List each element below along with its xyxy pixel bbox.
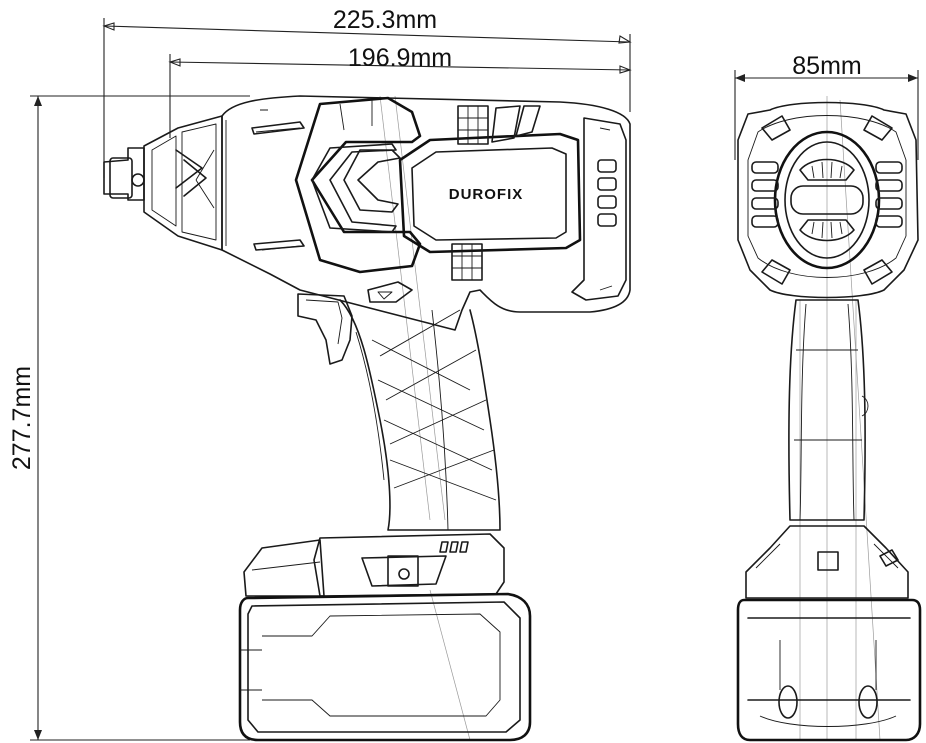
arrow-left-body xyxy=(168,58,181,67)
front-battery-interface xyxy=(745,525,909,599)
dimension-overall-length: 225.3mm xyxy=(102,6,632,178)
latch-screw-icon xyxy=(398,568,410,580)
front-view-impact-wrench xyxy=(736,96,922,742)
top-vents xyxy=(457,105,541,145)
front-vents-left xyxy=(751,161,779,228)
arrow-left-width xyxy=(735,74,745,82)
front-battery-pack xyxy=(736,598,922,742)
battery-interface xyxy=(243,533,505,597)
dimension-label-overall-length: 225.3mm xyxy=(333,6,437,34)
arrow-bottom-height xyxy=(34,730,42,740)
grip-handle xyxy=(339,299,501,531)
arrow-right-body xyxy=(619,65,632,74)
direction-switch xyxy=(367,281,413,303)
dimension-label-height: 277.7mm xyxy=(8,366,36,470)
dimension-line-body-length xyxy=(169,61,631,71)
center-slot xyxy=(790,185,864,215)
arrow-top-height xyxy=(34,96,42,106)
battery-pack xyxy=(238,592,532,742)
arrow-right-width xyxy=(908,74,918,82)
arrow-right-overall xyxy=(618,35,632,44)
front-face xyxy=(773,130,881,270)
trigger xyxy=(297,293,353,365)
hammer-case xyxy=(143,115,223,251)
battery-latch xyxy=(361,555,447,587)
bottom-vents xyxy=(451,243,483,281)
front-vents-right xyxy=(875,161,903,228)
dimension-label-body-length: 196.9mm xyxy=(348,44,452,72)
arrow-left-overall xyxy=(102,22,115,31)
front-head xyxy=(737,101,919,299)
anvil-pin-icon xyxy=(131,173,145,187)
front-handle xyxy=(788,299,869,521)
dimension-body-length: 196.9mm xyxy=(168,44,632,138)
dimension-width: 85mm xyxy=(734,52,919,160)
motor-housing xyxy=(221,95,631,331)
battery-indicator-icon xyxy=(439,541,469,553)
side-bumper-chevrons xyxy=(294,96,422,274)
dimension-height: 277.7mm xyxy=(8,95,250,741)
rear-cap-vents xyxy=(571,117,627,301)
side-view-impact-wrench: DUROFIX xyxy=(103,95,631,742)
brand-logo-side: DUROFIX xyxy=(449,186,524,203)
dimension-label-width: 85mm xyxy=(792,52,861,80)
square-drive-anvil xyxy=(103,147,145,201)
logo-panel: DUROFIX xyxy=(398,132,582,254)
dimension-line-overall-length xyxy=(103,25,631,43)
